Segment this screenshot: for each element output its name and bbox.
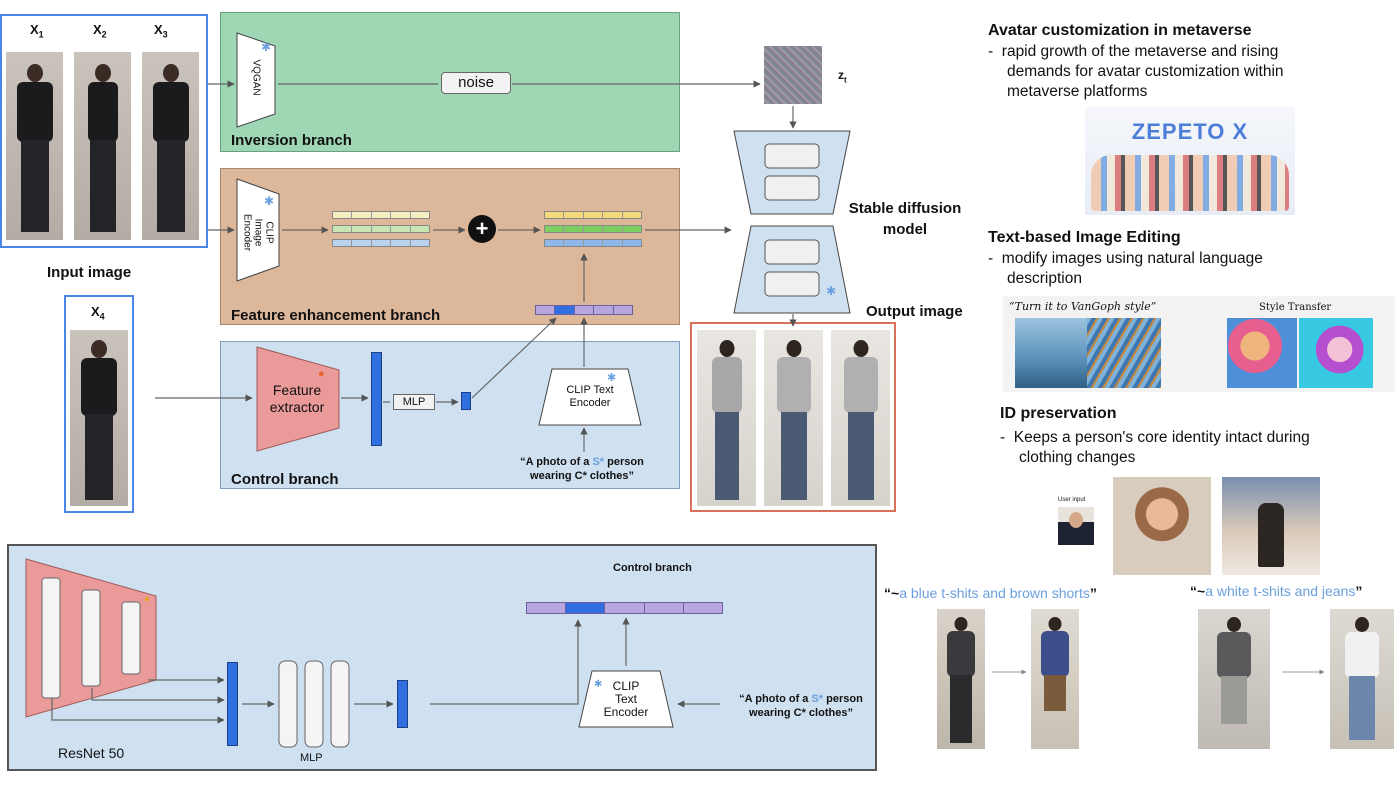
noise-box: noise [441, 72, 511, 94]
id-preserve-photo [1113, 477, 1211, 575]
input-label-x1: X1 [30, 22, 44, 40]
image-feature-row [332, 211, 430, 219]
zepeto-logo: ZEPETO X [1131, 119, 1249, 144]
id-preserve-photo [1222, 477, 1320, 575]
noise-label: noise [458, 74, 494, 91]
snowflake-icon: ✱ [264, 194, 275, 208]
flame-icon: ● [318, 368, 325, 380]
user-input-photo [1058, 507, 1094, 545]
detail-token-row [526, 602, 723, 614]
input-photo-x3 [142, 52, 199, 240]
output-image-label: Output image [866, 303, 963, 320]
control-prompt: “A photo of a S* person wearing C* cloth… [520, 456, 644, 482]
input-photo-x4 [70, 330, 128, 506]
clip-text-encoder [538, 368, 642, 426]
feature-extractor-label: Feature extractor [269, 382, 325, 415]
feature-branch-label: Feature enhancement branch [231, 307, 441, 324]
enhanced-feature-row [544, 239, 642, 247]
inversion-branch-label: Inversion branch [231, 132, 352, 149]
vqgan-encoder [236, 32, 276, 128]
detail-mlp-label: MLP [300, 752, 323, 764]
snowflake-icon: ✱ [594, 679, 603, 690]
note-bullet-editing: - modify images using natural language d… [988, 250, 1263, 287]
detail-control-token [397, 680, 408, 728]
image-feature-row [332, 239, 430, 247]
note-bullet-avatar: - rapid growth of the metaverse and risi… [988, 43, 1284, 100]
add-operator-icon: + [468, 215, 496, 243]
clip-text-encoder-label: CLIP Text Encoder [566, 384, 614, 409]
editing-example-image: “Turn it to VanGoph style” Style Transfe… [1003, 296, 1395, 392]
input-label-x4: X4 [91, 304, 105, 322]
clothing-source-photo [1198, 609, 1270, 749]
user-input-label: User input [1058, 497, 1086, 503]
detail-feature-bar [227, 662, 238, 746]
note-heading-avatar: Avatar customization in metaverse [988, 22, 1252, 39]
clothing-prompt-1: “~a blue t-shits and brown shorts” [884, 585, 1097, 601]
clothing-source-photo [937, 609, 985, 749]
note-heading-id: ID preservation [1000, 405, 1117, 422]
clip-image-encoder [236, 178, 280, 282]
stable-diffusion-unet [733, 130, 851, 314]
detail-mlp [278, 660, 350, 748]
feature-extractor [256, 346, 340, 452]
control-token [461, 392, 471, 410]
clothing-prompt-2: “~a white t-shits and jeans” [1190, 583, 1363, 599]
detail-clip-text-encoder-label: CLIP Text Encoder [603, 679, 649, 719]
input-photo-x1 [6, 52, 63, 240]
clothing-result-photo [1031, 609, 1079, 749]
enhanced-feature-row [544, 225, 642, 233]
resnet-label: ResNet 50 [58, 745, 125, 761]
noise-latent-image [764, 46, 822, 104]
mlp-box: MLP [393, 394, 435, 410]
note-heading-editing: Text-based Image Editing [988, 229, 1181, 246]
mlp-label: MLP [402, 396, 426, 408]
z-label: zt [838, 68, 847, 85]
detail-title: Control branch [613, 562, 692, 574]
input-label-x3: X3 [154, 22, 168, 40]
text-token-row [535, 305, 633, 315]
image-feature-row [332, 225, 430, 233]
output-photo [697, 330, 756, 506]
style-transfer-title: Style Transfer [1259, 302, 1332, 313]
detail-prompt: “A photo of a S* person wearing C* cloth… [739, 693, 863, 719]
control-feature-bar [371, 352, 382, 446]
editing-prompt: “Turn it to VanGoph style” [1009, 300, 1157, 313]
detail-clip-text-encoder [578, 670, 674, 728]
input-photo-x2 [74, 52, 131, 240]
stable-diffusion-label: Stable diffusion model [848, 200, 962, 238]
input-label-x2: X2 [93, 22, 107, 40]
snowflake-icon: ✱ [261, 40, 272, 54]
note-bullet-id: - Keeps a person's core identity intact … [1000, 429, 1310, 466]
output-photo [764, 330, 823, 506]
flame-icon: ● [144, 594, 151, 605]
enhanced-feature-row [544, 211, 642, 219]
snowflake-icon: ✱ [826, 284, 837, 298]
control-branch-label: Control branch [231, 471, 339, 488]
output-photo [831, 330, 890, 506]
snowflake-icon: ✱ [607, 372, 617, 384]
input-image-label: Input image [47, 264, 132, 281]
zepeto-image: ZEPETO X [1085, 107, 1295, 215]
clothing-result-photo [1330, 609, 1394, 749]
